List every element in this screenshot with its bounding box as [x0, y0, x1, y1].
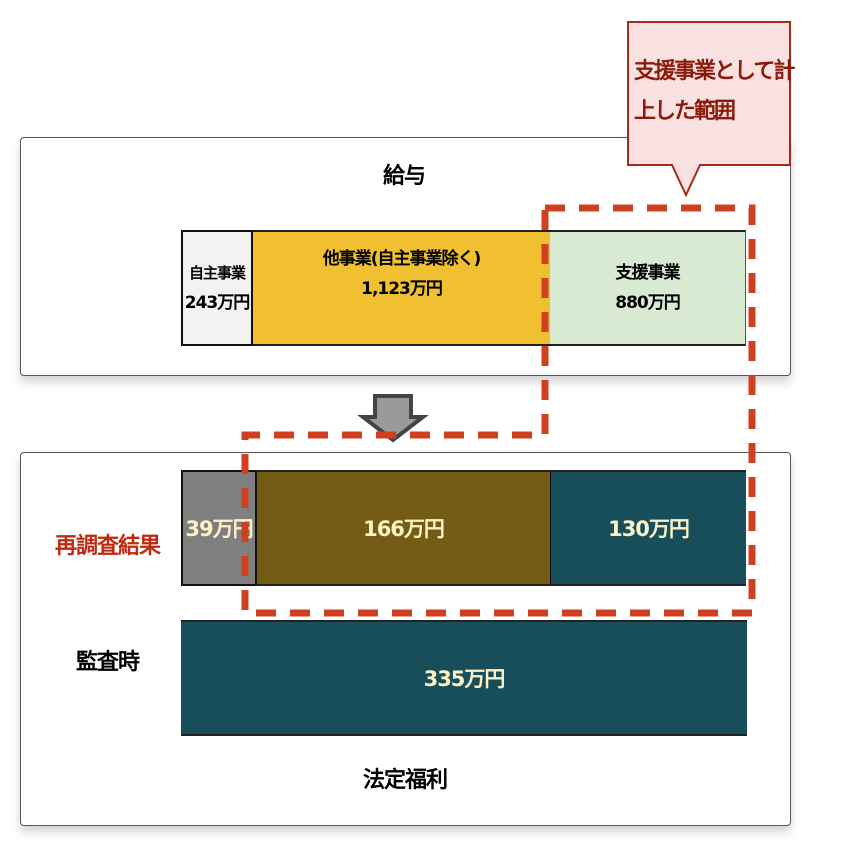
segment-name: 他事業(自主事業除く)	[322, 249, 482, 269]
callout-line-2: 上した範囲	[634, 99, 736, 124]
segment-name: 自主事業	[188, 264, 246, 282]
reinvestigation-label: 再調査結果	[55, 534, 161, 559]
audit-bar: 335万円	[181, 620, 747, 736]
segment-own-business: 自主事業 243万円	[181, 230, 253, 346]
reinvest-segment-support: 130万円	[550, 470, 746, 586]
salary-title: 給与	[383, 164, 426, 189]
value: 166万円	[363, 517, 445, 541]
callout-line-1: 支援事業として計	[634, 59, 795, 84]
segment-other-business: 他事業(自主事業除く) 1,123万円	[253, 230, 550, 346]
down-arrow-icon	[357, 394, 429, 443]
callout-box	[627, 21, 791, 198]
value: 130万円	[608, 517, 690, 541]
reinvest-segment-other: 166万円	[257, 470, 550, 586]
segment-amount: 243万円	[184, 293, 250, 313]
value: 335万円	[423, 667, 506, 691]
segment-amount: 880万円	[615, 293, 680, 313]
welfare-title: 法定福利	[363, 768, 448, 793]
support-range-dashed-outline	[241, 204, 756, 617]
audit-label: 監査時	[76, 650, 140, 675]
callout-text: 支援事業として計 上した範囲	[634, 52, 795, 132]
segment-amount: 1,123万円	[361, 279, 443, 299]
segment-support-business: 支援事業 880万円	[550, 230, 746, 346]
segment-name: 支援事業	[615, 263, 681, 283]
